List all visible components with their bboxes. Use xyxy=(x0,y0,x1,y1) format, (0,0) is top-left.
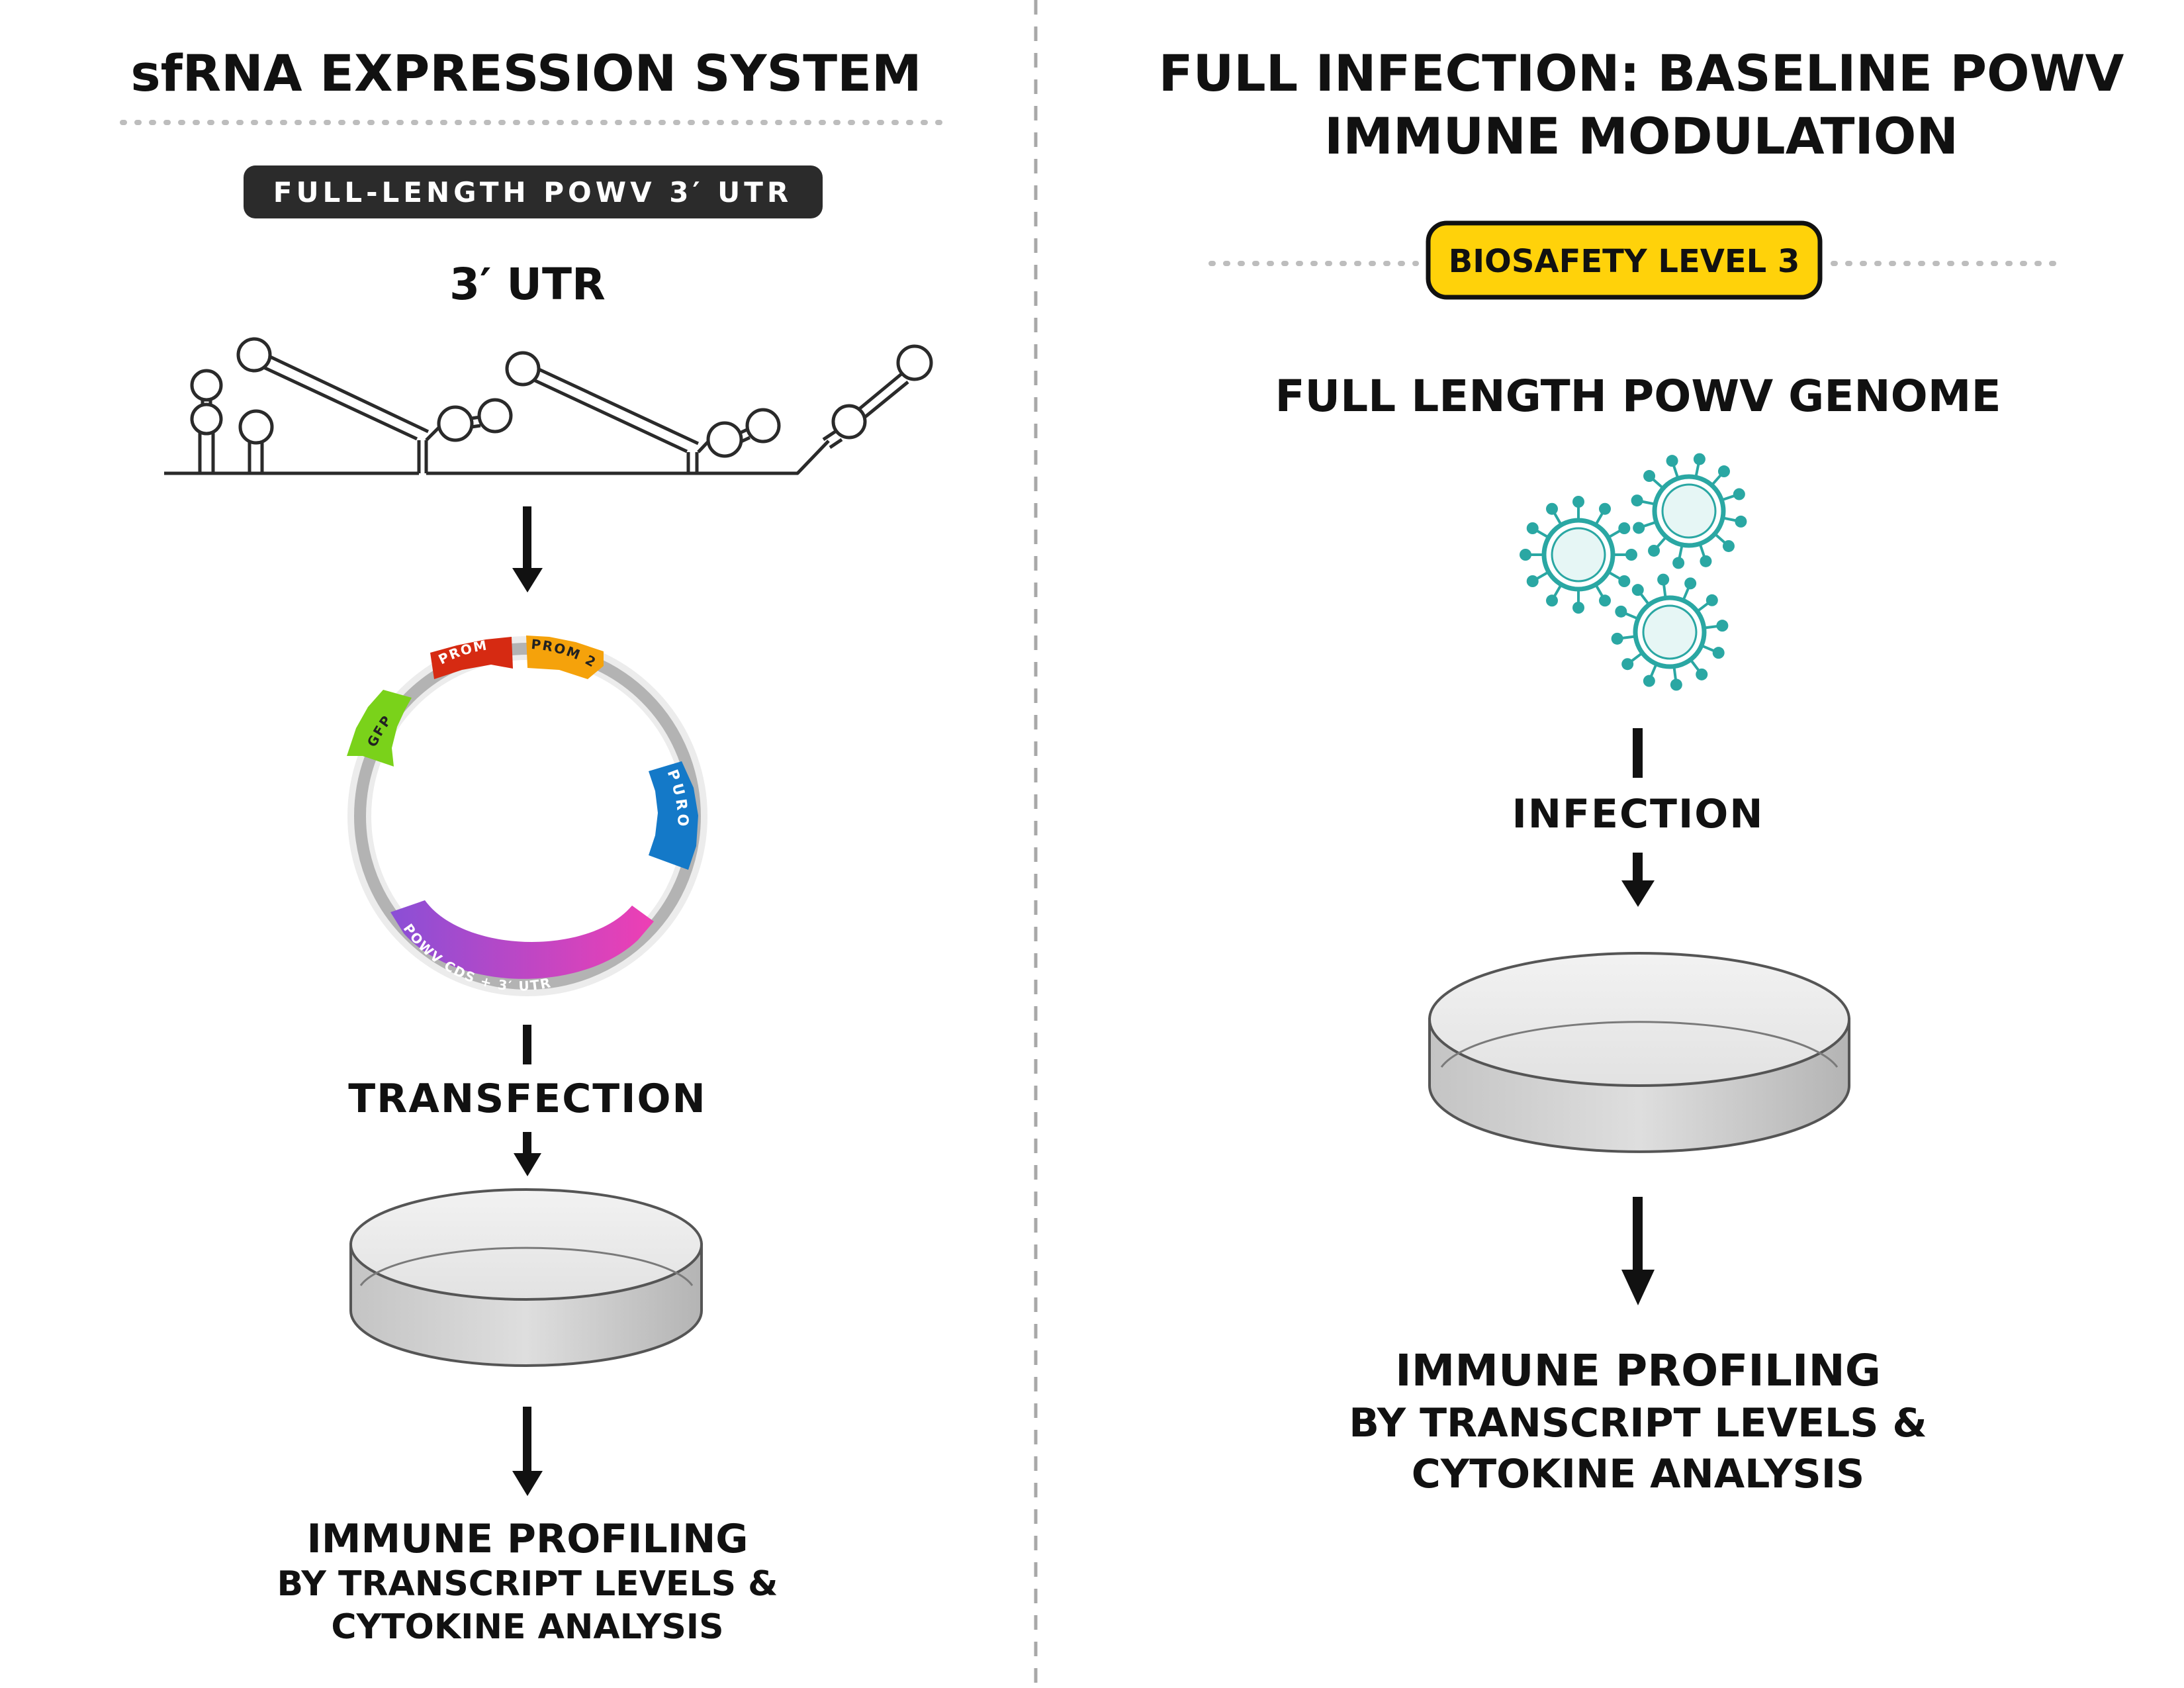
right-profiling-line1: IMMUNE PROFILING xyxy=(1395,1345,1881,1396)
infection-arrow xyxy=(1633,728,1643,778)
transfection-label: TRANSFECTION xyxy=(348,1076,706,1122)
infection-label: INFECTION xyxy=(1512,791,1764,837)
transfection-arrow xyxy=(523,1025,531,1064)
left-profiling-line2: BY TRANSCRIPT LEVELS & xyxy=(277,1564,778,1604)
plasmid-segment-prom2 xyxy=(526,635,604,679)
left-profiling-text: IMMUNE PROFILING BY TRANSCRIPT LEVELS & … xyxy=(277,1516,778,1647)
utr-label: 3′ UTR xyxy=(449,259,606,310)
plasmid-icon: PROM 1 PROM 2 GFP PURO POWV CDS + 3′ UTR xyxy=(0,0,707,996)
virus-icon xyxy=(1631,453,1747,569)
arrow-down-icon xyxy=(1621,1197,1655,1305)
petri-dish-icon xyxy=(349,1188,703,1367)
utr-pill-label: FULL-LENGTH POWV 3′ UTR xyxy=(273,176,792,209)
biosafety-badge-label: BIOSAFETY LEVEL 3 xyxy=(1449,243,1800,280)
right-profiling-line3: CYTOKINE ANALYSIS xyxy=(1412,1451,1865,1497)
plasmid-segment-gfp xyxy=(347,690,412,767)
virus-icon xyxy=(1520,496,1637,614)
plasmid-segment-prom1 xyxy=(430,637,513,679)
plasmid-segment-puro xyxy=(649,761,698,870)
biosafety-badge: BIOSAFETY LEVEL 3 xyxy=(1426,220,1823,300)
virus-cluster xyxy=(1520,453,1747,691)
arrow-down-icon xyxy=(512,1407,543,1496)
virus-icon xyxy=(1611,573,1729,691)
genome-label: FULL LENGTH POWV GENOME xyxy=(1275,371,2001,422)
arrow-down-icon xyxy=(512,506,543,592)
left-title: sfRNA EXPRESSION SYSTEM xyxy=(130,44,921,103)
petri-dish-icon xyxy=(1428,952,1850,1153)
arrow-down-icon xyxy=(514,1132,541,1176)
right-profiling-text: IMMUNE PROFILING BY TRANSCRIPT LEVELS & … xyxy=(1349,1345,1927,1497)
right-profiling-line2: BY TRANSCRIPT LEVELS & xyxy=(1349,1400,1927,1446)
arrow-down-icon xyxy=(1621,853,1655,907)
utr-pill: FULL-LENGTH POWV 3′ UTR xyxy=(244,165,823,218)
left-profiling-line3: CYTOKINE ANALYSIS xyxy=(331,1607,723,1647)
left-profiling-line1: IMMUNE PROFILING xyxy=(306,1516,748,1562)
right-title-line2: IMMUNE MODULATION xyxy=(1324,107,1958,165)
utr-structure-icon xyxy=(164,337,933,475)
plasmid-segment-cds xyxy=(390,900,654,979)
right-title-line1: FULL INFECTION: BASELINE POWV xyxy=(1159,44,2124,103)
